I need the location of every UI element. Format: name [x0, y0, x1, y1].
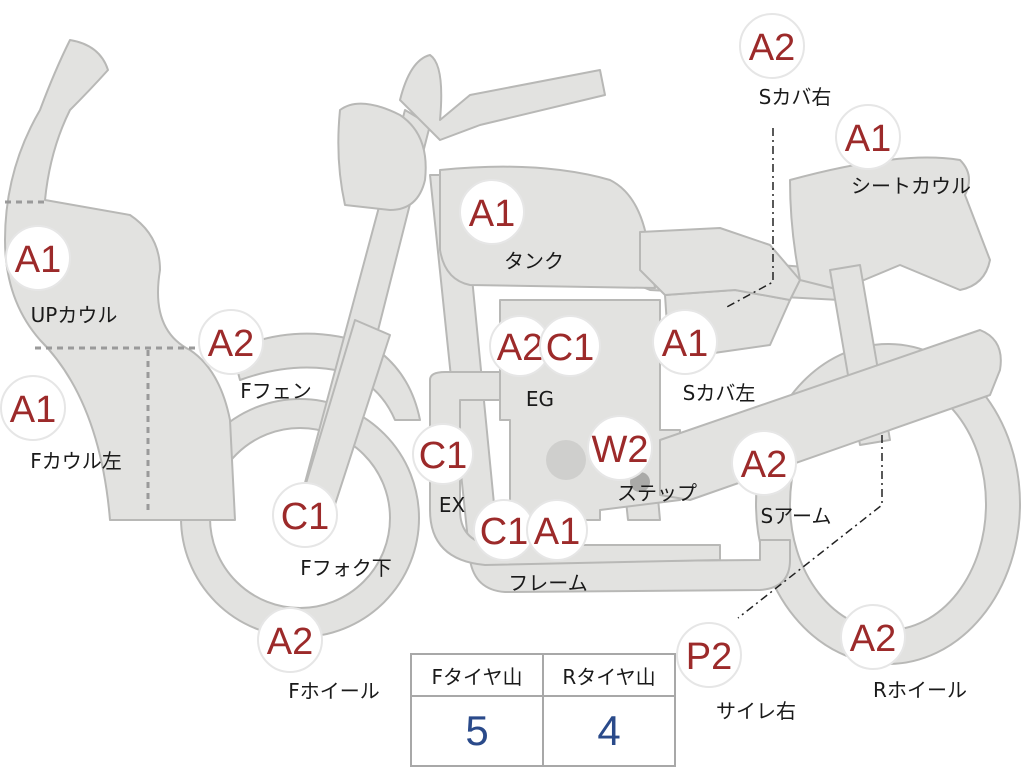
badge-engine-1: A2 [489, 315, 551, 377]
badge-f-fork-lower: C1 [272, 482, 338, 548]
badge-up-cowl: A1 [5, 225, 71, 291]
svg-text:C1: C1 [546, 327, 595, 369]
badge-frame-2: A1 [526, 499, 588, 561]
svg-text:C1: C1 [419, 435, 468, 477]
label-f-wheel: Fホイール [288, 679, 380, 703]
label-step: ステップ [617, 481, 697, 505]
label-f-fender: Fフェン [240, 379, 312, 403]
label-frame: フレーム [508, 571, 587, 595]
rear-tread-header: Rタイヤ山 [542, 653, 676, 697]
badge-f-cowl-left: A1 [0, 375, 66, 441]
headlight-shape [337, 102, 427, 211]
front-tread-value: 5 [410, 695, 544, 767]
label-r-wheel: Rホイール [873, 678, 967, 702]
badge-r-wheel: A2 [840, 604, 906, 670]
svg-text:A2: A2 [850, 618, 896, 660]
label-side-cover-right: Sカバ右 [759, 85, 832, 109]
engine-cover [546, 440, 586, 480]
svg-text:A2: A2 [741, 444, 787, 486]
front-wheel-shape [180, 398, 420, 638]
front-tread-header: Fタイヤ山 [410, 653, 544, 697]
svg-text:A2: A2 [497, 327, 543, 369]
exhaust-shape [429, 371, 721, 566]
badge-swing-arm: A2 [731, 430, 797, 496]
badge-step: W2 [587, 415, 653, 481]
badge-seat-cowl: A1 [835, 104, 901, 170]
svg-text:A2: A2 [749, 27, 795, 69]
label-side-cover-left: Sカバ左 [683, 381, 756, 405]
badge-f-fender: A2 [198, 309, 264, 375]
badge-engine-2: C1 [539, 315, 601, 377]
label-engine: EG [526, 387, 554, 411]
svg-text:A1: A1 [845, 118, 891, 160]
label-f-fork-lower: Fフォク下 [300, 556, 392, 580]
badge-silencer-right: P2 [676, 622, 742, 688]
part-labels: UPカウル Fカウル左 Fフェン Fフォク下 Fホイール タンク EG EX フ… [30, 85, 971, 723]
badge-exhaust: C1 [412, 423, 474, 485]
badge-side-cover-left: A1 [652, 309, 718, 375]
badge-side-cover-right: A2 [739, 13, 805, 79]
rear-tread-value: 4 [542, 695, 676, 767]
svg-text:A1: A1 [662, 323, 708, 365]
tire-tread-table: Fタイヤ山 Rタイヤ山 5 4 [410, 653, 676, 767]
handlebar-shape [399, 54, 606, 141]
seat-cowl-shape [789, 156, 991, 291]
svg-text:C1: C1 [480, 511, 529, 553]
label-silencer-right: サイレ右 [716, 699, 796, 723]
badge-f-wheel: A2 [257, 607, 323, 673]
label-up-cowl: UPカウル [31, 303, 118, 327]
svg-text:A2: A2 [208, 323, 254, 365]
label-tank: タンク [504, 249, 564, 273]
svg-text:A1: A1 [10, 389, 56, 431]
svg-text:A1: A1 [469, 193, 515, 235]
label-seat-cowl: シートカウル [851, 174, 971, 198]
svg-text:A1: A1 [15, 239, 61, 281]
badge-tank: A1 [459, 179, 525, 245]
svg-text:P2: P2 [686, 636, 732, 678]
label-f-cowl-left: Fカウル左 [30, 449, 122, 473]
badge-frame-1: C1 [473, 499, 535, 561]
silencer-leader [737, 435, 883, 619]
svg-text:A2: A2 [267, 621, 313, 663]
svg-text:W2: W2 [592, 429, 649, 471]
svg-text:A1: A1 [534, 511, 580, 553]
label-swing-arm: Sアーム [761, 504, 832, 528]
seat-shape [639, 227, 801, 301]
label-exhaust: EX [439, 493, 466, 517]
badges: A1 A1 A2 C1 A2 A1 A2 C1 C1 C1 A1 W2 A1 A… [0, 13, 906, 688]
upper-cowl-shape [4, 39, 236, 521]
svg-text:C1: C1 [281, 496, 330, 538]
